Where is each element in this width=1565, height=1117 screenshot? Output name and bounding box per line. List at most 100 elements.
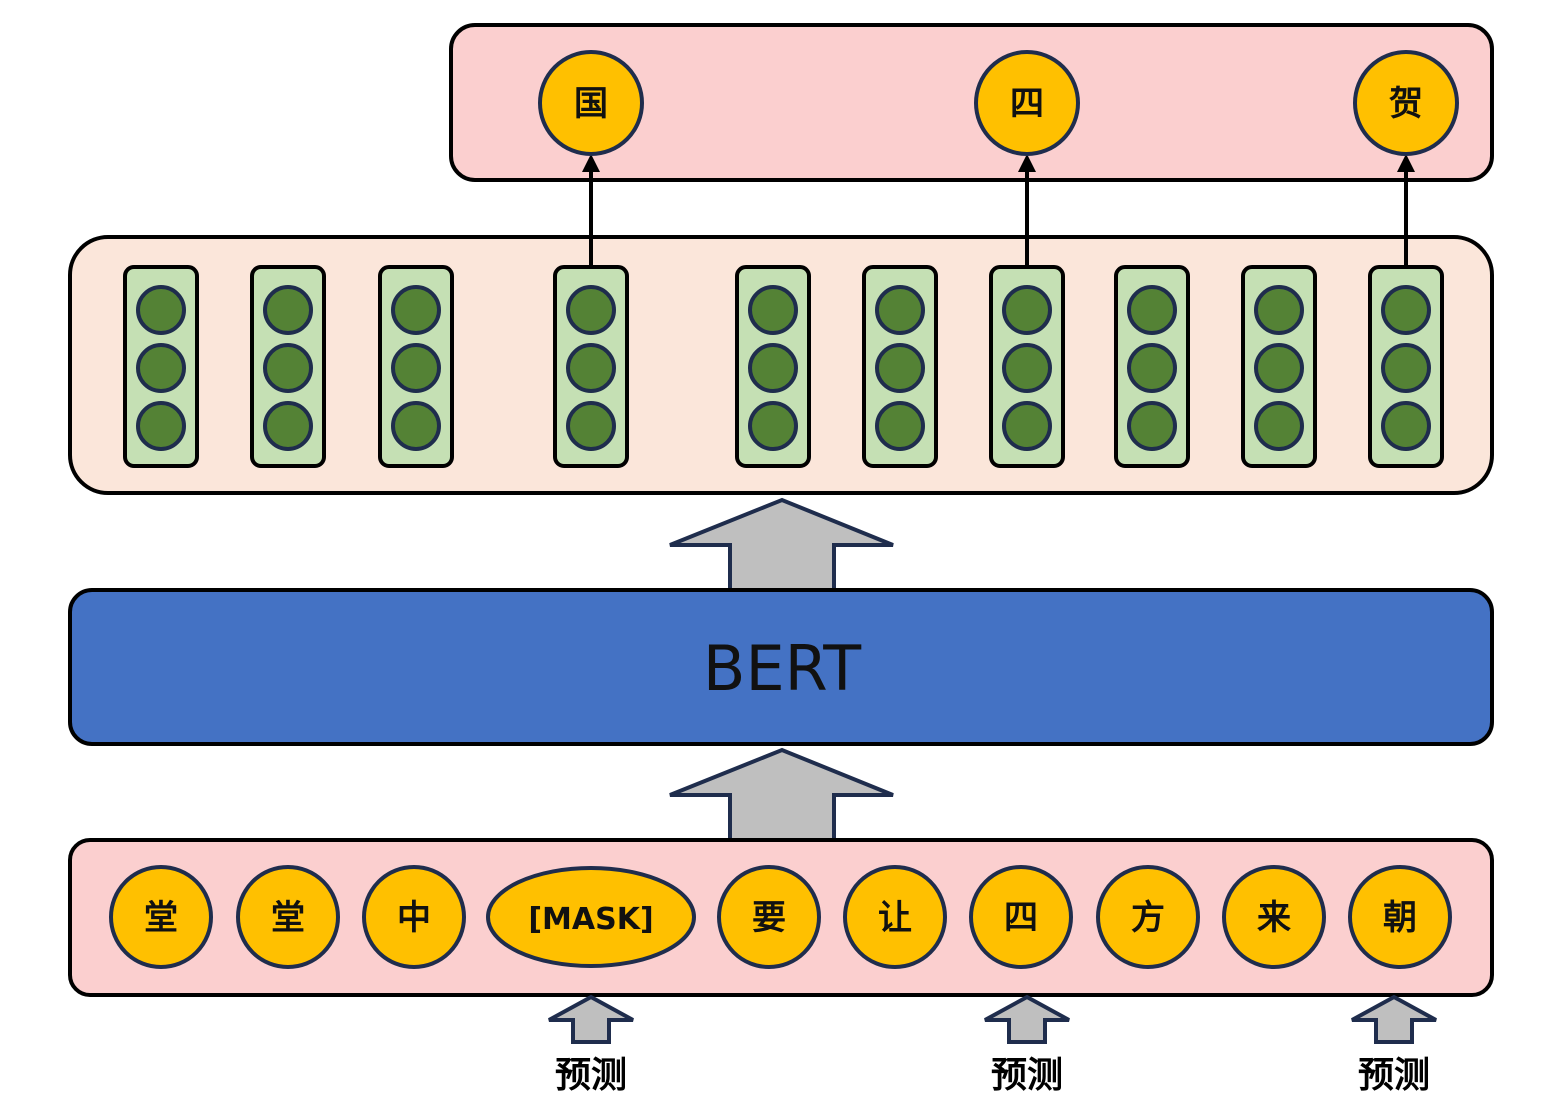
hidden-vector xyxy=(1241,265,1317,468)
input-token: 让 xyxy=(843,865,947,969)
vector-unit xyxy=(875,401,925,451)
input-token: 方 xyxy=(1096,865,1200,969)
input-token: 中 xyxy=(362,865,466,969)
vector-unit xyxy=(263,343,313,393)
vector-unit xyxy=(566,343,616,393)
output-token: 国 xyxy=(538,50,644,156)
vector-unit xyxy=(1127,285,1177,335)
predict-label: 预测 xyxy=(555,1055,627,1096)
input-tokens: 堂 堂 中 [MASK] 要 让 四 方 来 朝 xyxy=(109,865,1452,969)
output-token: 四 xyxy=(974,50,1080,156)
token-circle xyxy=(1096,865,1200,969)
output-token-label: 四 xyxy=(1010,84,1044,124)
predict-marker: 预测 xyxy=(984,994,1070,1096)
arrow-head-icon xyxy=(582,154,600,172)
arrow-head-icon xyxy=(1397,154,1415,172)
hidden-vector xyxy=(989,265,1065,468)
predict-marker: 预测 xyxy=(548,994,634,1096)
vector-unit xyxy=(1381,401,1431,451)
vector-unit xyxy=(1002,343,1052,393)
input-token: 四 xyxy=(969,865,1073,969)
token-circle xyxy=(843,865,947,969)
output-token: 贺 xyxy=(1353,50,1459,156)
token-label: 四 xyxy=(1004,898,1038,938)
vector-unit xyxy=(1002,401,1052,451)
hidden-vectors xyxy=(123,265,1444,468)
input-token: 朝 xyxy=(1348,865,1452,969)
predict-markers: 预测预测预测 xyxy=(548,994,1437,1096)
token-circle xyxy=(362,865,466,969)
prediction-links xyxy=(582,154,1415,267)
token-circle xyxy=(969,865,1073,969)
hidden-vector xyxy=(123,265,199,468)
bert-model-block xyxy=(68,588,1494,746)
token-circle xyxy=(717,865,821,969)
token-label: 堂 xyxy=(271,898,305,938)
token-label: 来 xyxy=(1257,898,1291,938)
prediction-arrow xyxy=(1397,154,1415,267)
vector-unit xyxy=(566,401,616,451)
prediction-arrow xyxy=(582,154,600,267)
token-circle xyxy=(109,865,213,969)
vector-unit xyxy=(1254,285,1304,335)
input-token: 堂 xyxy=(236,865,340,969)
output-tokens: 国四贺 xyxy=(538,50,1459,156)
vector-unit xyxy=(1127,401,1177,451)
vector-unit xyxy=(136,401,186,451)
hidden-vector xyxy=(735,265,811,468)
hidden-vector xyxy=(250,265,326,468)
output-token-circle xyxy=(974,50,1080,156)
output-token-label: 贺 xyxy=(1389,84,1423,124)
token-label: 让 xyxy=(878,898,912,938)
token-circle xyxy=(236,865,340,969)
vector-unit xyxy=(566,285,616,335)
predict-marker: 预测 xyxy=(1351,994,1437,1096)
hidden-vector xyxy=(1368,265,1444,468)
hidden-vector xyxy=(378,265,454,468)
output-token-label: 国 xyxy=(574,84,608,124)
predict-label: 预测 xyxy=(1358,1055,1430,1096)
vector-unit xyxy=(1254,401,1304,451)
prediction-arrow xyxy=(1018,154,1036,267)
token-label: 堂 xyxy=(144,898,178,938)
token-label: 朝 xyxy=(1383,898,1417,938)
vector-unit xyxy=(263,285,313,335)
token-circle xyxy=(1222,865,1326,969)
hidden-vector xyxy=(1114,265,1190,468)
output-token-circle xyxy=(538,50,644,156)
input-token: 堂 xyxy=(109,865,213,969)
vector-unit xyxy=(1002,285,1052,335)
input-token: 来 xyxy=(1222,865,1326,969)
input-token: 要 xyxy=(717,865,821,969)
arrow-head-icon xyxy=(1018,154,1036,172)
vector-unit xyxy=(263,401,313,451)
small-up-arrow-icon xyxy=(548,994,634,1044)
vector-unit xyxy=(1127,343,1177,393)
vector-unit xyxy=(748,401,798,451)
vector-unit xyxy=(1254,343,1304,393)
vector-unit xyxy=(391,285,441,335)
mask-token-label: [MASK] xyxy=(528,902,653,937)
token-circle xyxy=(1348,865,1452,969)
vector-unit xyxy=(875,285,925,335)
up-arrow-icon xyxy=(669,497,894,592)
token-label: 要 xyxy=(752,898,786,938)
vector-unit xyxy=(136,343,186,393)
token-label: 中 xyxy=(397,898,431,938)
small-up-arrow-icon xyxy=(984,994,1070,1044)
token-label: 方 xyxy=(1131,898,1165,938)
vector-unit xyxy=(875,343,925,393)
vector-unit xyxy=(136,285,186,335)
vector-unit xyxy=(748,343,798,393)
vector-unit xyxy=(1381,285,1431,335)
input-token: [MASK] xyxy=(486,866,696,968)
up-arrow-icon xyxy=(669,747,894,842)
mask-token-shape xyxy=(486,866,696,968)
vector-unit xyxy=(748,285,798,335)
vector-unit xyxy=(1381,343,1431,393)
output-panel xyxy=(449,23,1494,182)
vector-unit xyxy=(391,343,441,393)
hidden-vector xyxy=(862,265,938,468)
